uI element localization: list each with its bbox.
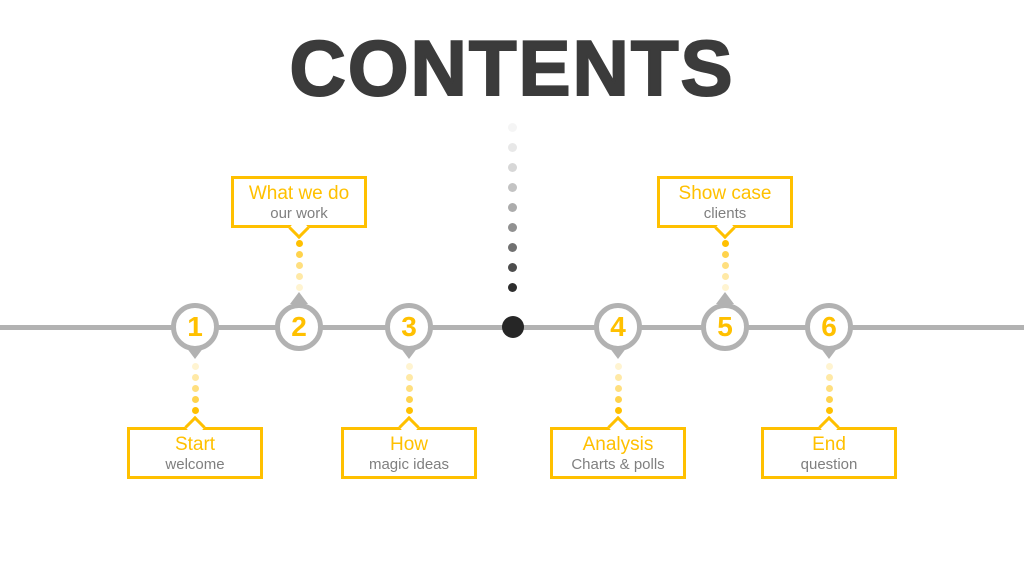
callout-title: Analysis	[582, 434, 654, 455]
callout-show-case: Show case clients	[657, 176, 793, 240]
fade-dot	[508, 203, 517, 212]
fade-dot	[508, 143, 517, 152]
connector-dot	[191, 374, 199, 381]
connector-dot	[191, 407, 199, 414]
milestone-circle-2: 2	[275, 303, 323, 351]
callout-title: What we do	[248, 183, 350, 204]
connector-dot	[825, 396, 833, 403]
connector-dots	[295, 240, 303, 295]
connector-dot	[405, 385, 413, 392]
connector-dots	[825, 363, 833, 418]
callout-title: How	[389, 434, 428, 455]
connector-dot	[295, 262, 303, 269]
connector-dots	[405, 363, 413, 418]
callout-title: Start	[174, 434, 216, 455]
fade-dot	[508, 223, 517, 232]
callout-title: Show case	[678, 183, 772, 204]
callout-subtitle: clients	[703, 205, 747, 222]
callout-what-we-do: What we do our work	[231, 176, 367, 240]
milestone-circle-1: 1	[171, 303, 219, 351]
connector-dot	[191, 363, 199, 370]
connector-dots	[721, 240, 729, 295]
connector-dot	[721, 251, 729, 258]
connector-dot	[721, 262, 729, 269]
callout-how: How magic ideas	[341, 415, 477, 479]
fade-dot	[508, 123, 517, 132]
connector-dots	[191, 363, 199, 418]
fade-dot	[508, 243, 517, 252]
callout-title: End	[812, 434, 846, 455]
connector-dot	[614, 407, 622, 414]
center-fade-dotted-line	[508, 123, 517, 303]
callout-subtitle: magic ideas	[368, 456, 450, 473]
milestone-circle-4: 4	[594, 303, 642, 351]
connector-dot	[295, 273, 303, 280]
callout-analysis: Analysis Charts & polls	[550, 415, 686, 479]
connector-dot	[405, 374, 413, 381]
connector-dot	[721, 284, 729, 291]
fade-dot	[508, 263, 517, 272]
circle-tail-up	[290, 292, 308, 304]
fade-dot	[508, 163, 517, 172]
connector-dot	[405, 407, 413, 414]
callout-subtitle: question	[800, 456, 858, 473]
milestone-circle-5: 5	[701, 303, 749, 351]
connector-dot	[191, 385, 199, 392]
callout-subtitle: our work	[270, 205, 328, 222]
callout-subtitle: welcome	[165, 456, 225, 473]
connector-dot	[825, 385, 833, 392]
connector-dot	[295, 240, 303, 247]
connector-dot	[614, 396, 622, 403]
callout-subtitle: Charts & polls	[571, 456, 665, 473]
connector-dot	[721, 240, 729, 247]
milestone-circle-3: 3	[385, 303, 433, 351]
fade-dot	[508, 183, 517, 192]
connector-dot	[825, 407, 833, 414]
page-title: CONTENTS	[289, 24, 735, 112]
milestone-circle-6: 6	[805, 303, 853, 351]
connector-dot	[405, 396, 413, 403]
callout-end: End question	[761, 415, 897, 479]
connector-dot	[614, 385, 622, 392]
fade-dot	[508, 283, 517, 292]
connector-dot	[295, 251, 303, 258]
circle-tail-up	[716, 292, 734, 304]
connector-dot	[825, 363, 833, 370]
connector-dot	[405, 363, 413, 370]
connector-dots	[614, 363, 622, 418]
timeline-center-dot	[502, 316, 524, 338]
callout-start: Start welcome	[127, 415, 263, 479]
connector-dot	[825, 374, 833, 381]
connector-dot	[295, 284, 303, 291]
connector-dot	[614, 374, 622, 381]
connector-dot	[721, 273, 729, 280]
connector-dot	[614, 363, 622, 370]
connector-dot	[191, 396, 199, 403]
